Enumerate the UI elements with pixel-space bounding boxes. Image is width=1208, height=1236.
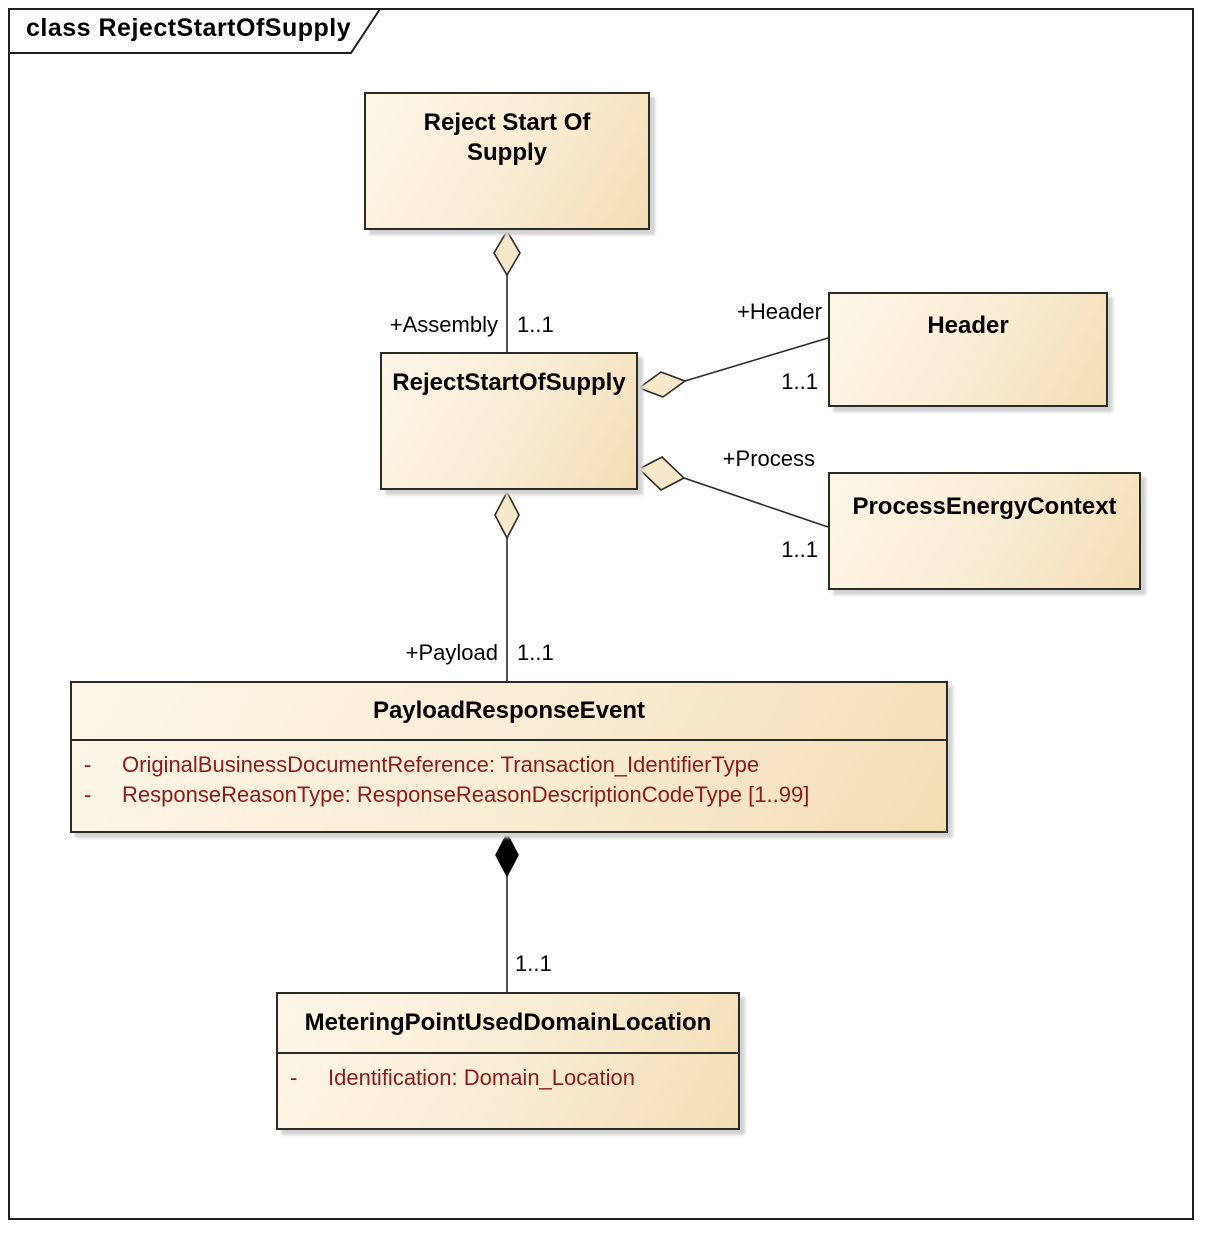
payload-multiplicity-label: 1..1 <box>517 640 554 665</box>
payload-aggregation-diamond-icon <box>494 490 520 540</box>
process-aggregation-diamond-icon <box>637 456 686 491</box>
attribute-row: - Identification: Domain_Location <box>278 1065 738 1095</box>
assembly-aggregation-diamond-icon <box>493 229 521 277</box>
class-payload-response-event: PayloadResponseEvent - OriginalBusinessD… <box>70 681 948 833</box>
class-header: Header <box>828 292 1108 407</box>
attribute-text: ResponseReasonType: ResponseReasonDescri… <box>122 782 810 807</box>
class-name: MeteringPointUsedDomainLocation <box>304 1009 712 1036</box>
header-multiplicity-label: 1..1 <box>781 369 818 394</box>
attribute-visibility: - <box>290 1065 298 1090</box>
process-multiplicity-label: 1..1 <box>781 537 818 562</box>
attribute-text: OriginalBusinessDocumentReference: Trans… <box>122 752 760 777</box>
header-aggregation-diamond-icon <box>637 371 687 398</box>
class-name-compartment: PayloadResponseEvent <box>72 683 946 741</box>
class-name-compartment: MeteringPointUsedDomainLocation <box>278 994 738 1054</box>
payload-role-label: +Payload <box>405 640 498 665</box>
metering-multiplicity-label: 1..1 <box>515 951 552 976</box>
metering-composition-diamond-icon <box>495 832 519 878</box>
assembly-multiplicity-label: 1..1 <box>517 312 554 337</box>
class-attribute-compartment: - OriginalBusinessDocumentReference: Tra… <box>72 741 946 812</box>
attribute-row: - OriginalBusinessDocumentReference: Tra… <box>72 752 946 782</box>
class-process-energy-context: ProcessEnergyContext <box>828 472 1141 590</box>
process-role-label: +Process <box>722 446 815 471</box>
attribute-row: - ResponseReasonType: ResponseReasonDesc… <box>72 782 946 812</box>
class-name: Header <box>927 312 1009 339</box>
class-reject-start-of-supply-doc: Reject Start Of Supply <box>364 92 650 230</box>
class-name: Reject Start Of Supply <box>423 109 591 166</box>
header-edge <box>684 337 829 382</box>
frame-tab-outline <box>9 8 381 54</box>
process-edge <box>683 477 829 528</box>
class-attribute-compartment: - Identification: Domain_Location <box>278 1054 738 1095</box>
attribute-visibility: - <box>84 782 92 807</box>
class-name: RejectStartOfSupply <box>392 369 626 396</box>
assembly-role-label: +Assembly <box>389 312 498 337</box>
class-name: ProcessEnergyContext <box>852 493 1117 520</box>
class-reject-start-of-supply: RejectStartOfSupply <box>380 352 638 490</box>
header-role-label: +Header <box>736 299 822 324</box>
attribute-visibility: - <box>84 752 92 777</box>
class-name: PayloadResponseEvent <box>372 697 646 724</box>
diagram-title: class RejectStartOfSupply <box>26 14 352 42</box>
class-metering-point-used-domain-location: MeteringPointUsedDomainLocation - Identi… <box>276 992 740 1130</box>
attribute-text: Identification: Domain_Location <box>328 1065 635 1090</box>
diagram-frame <box>8 8 1194 1220</box>
